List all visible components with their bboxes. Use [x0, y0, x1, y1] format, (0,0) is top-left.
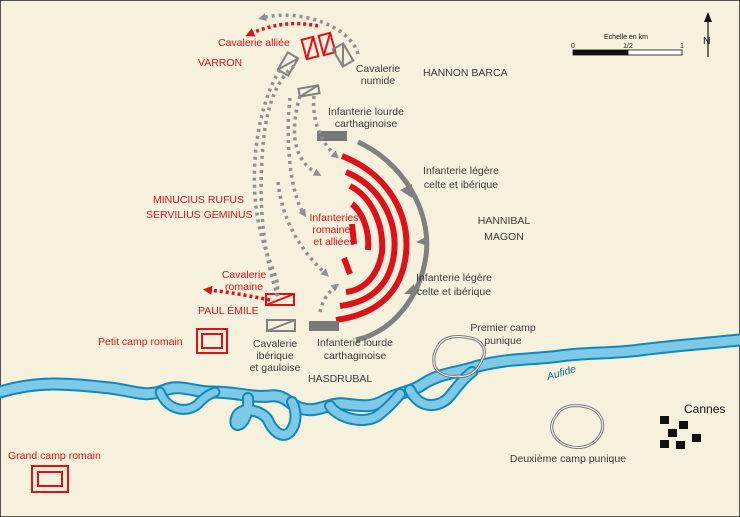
label-cannes: Cannes: [684, 402, 725, 416]
label-cav-numide-2: numide: [361, 75, 396, 87]
label-cav-iberique-1: Cavalerie: [253, 338, 298, 350]
label-minucius: MINUCIUS RUFUS: [153, 194, 244, 206]
label-petit-camp-romain: Petit camp romain: [98, 336, 183, 348]
svg-text:1/2: 1/2: [623, 43, 633, 50]
label-cav-numide-1: Cavalerie: [356, 63, 401, 75]
petit-camp-romain-icon: [196, 328, 228, 354]
scale-bar: Echelle en km 0 1/2 1: [571, 34, 684, 56]
label-inf-lourde-top-1: Infanterie lourde: [328, 106, 404, 118]
label-cav-iberique-3: et gauloise: [250, 362, 301, 374]
cannes-town-icon: [660, 416, 701, 449]
label-infanteries-1: Infanteries: [309, 212, 358, 224]
label-premier-camp-2: punique: [484, 335, 522, 347]
label-servilius: SERVILIUS GEMINUS: [146, 209, 253, 221]
label-inf-legere-bot-2: celte et ibérique: [417, 286, 491, 298]
cavalerie-alliee-units: [300, 31, 337, 61]
label-inf-lourde-top-2: carthaginoise: [335, 118, 398, 130]
label-hannon: HANNON BARCA: [423, 67, 508, 79]
svg-text:0: 0: [571, 43, 575, 50]
label-grand-camp-romain: Grand camp romain: [8, 450, 101, 462]
label-hannibal: HANNIBAL: [478, 215, 531, 227]
svg-text:1: 1: [680, 43, 684, 50]
label-inf-lourde-bot-2: carthaginoise: [324, 350, 387, 362]
label-cavalerie-romaine-2: romaine: [225, 281, 263, 293]
label-hasdrubal: HASDRUBAL: [308, 373, 372, 385]
label-inf-legere-bot-1: Infanterie légère: [416, 272, 492, 284]
cavalerie-alliee-arrow: [245, 21, 319, 37]
label-infanteries-2: romaines: [312, 224, 355, 236]
label-cavalerie-alliee: Cavalerie alliée: [218, 37, 290, 49]
cavalerie-iberique-unit: [266, 319, 296, 332]
cavalerie-romaine-unit: [265, 293, 295, 306]
label-paul-emile: PAUL ÉMILE: [198, 304, 259, 317]
infanterie-lourde-bottom: [309, 321, 339, 331]
infanterie-lourde-top: [317, 131, 347, 141]
svg-text:N: N: [703, 35, 711, 47]
label-inf-legere-top-2: celte et ibérique: [424, 179, 498, 191]
label-inf-lourde-bot-1: Infanterie lourde: [317, 337, 393, 349]
grand-camp-romain-icon: [31, 465, 69, 493]
label-deuxieme-camp: Deuxième camp punique: [510, 453, 626, 465]
infanterie-legere-arc: [355, 139, 430, 343]
carthaginian-movements: [252, 13, 360, 313]
infanteries-romaines: [335, 153, 410, 323]
north-arrow-icon: N: [703, 12, 712, 57]
label-premier-camp-1: Premier camp: [470, 322, 536, 334]
label-varron: VARRON: [198, 57, 242, 69]
label-cavalerie-romaine-1: Cavalerie: [222, 269, 267, 281]
cavalerie-romaine-arrow: [203, 285, 271, 302]
label-infanteries-3: et alliées: [313, 236, 354, 248]
label-magon: MAGON: [484, 231, 524, 243]
cavalerie-numide-units: [276, 41, 355, 98]
svg-text:Echelle en km: Echelle en km: [604, 34, 648, 41]
label-cav-iberique-2: ibérique: [256, 350, 294, 362]
label-inf-legere-top-1: Infanterie légère: [423, 165, 499, 177]
